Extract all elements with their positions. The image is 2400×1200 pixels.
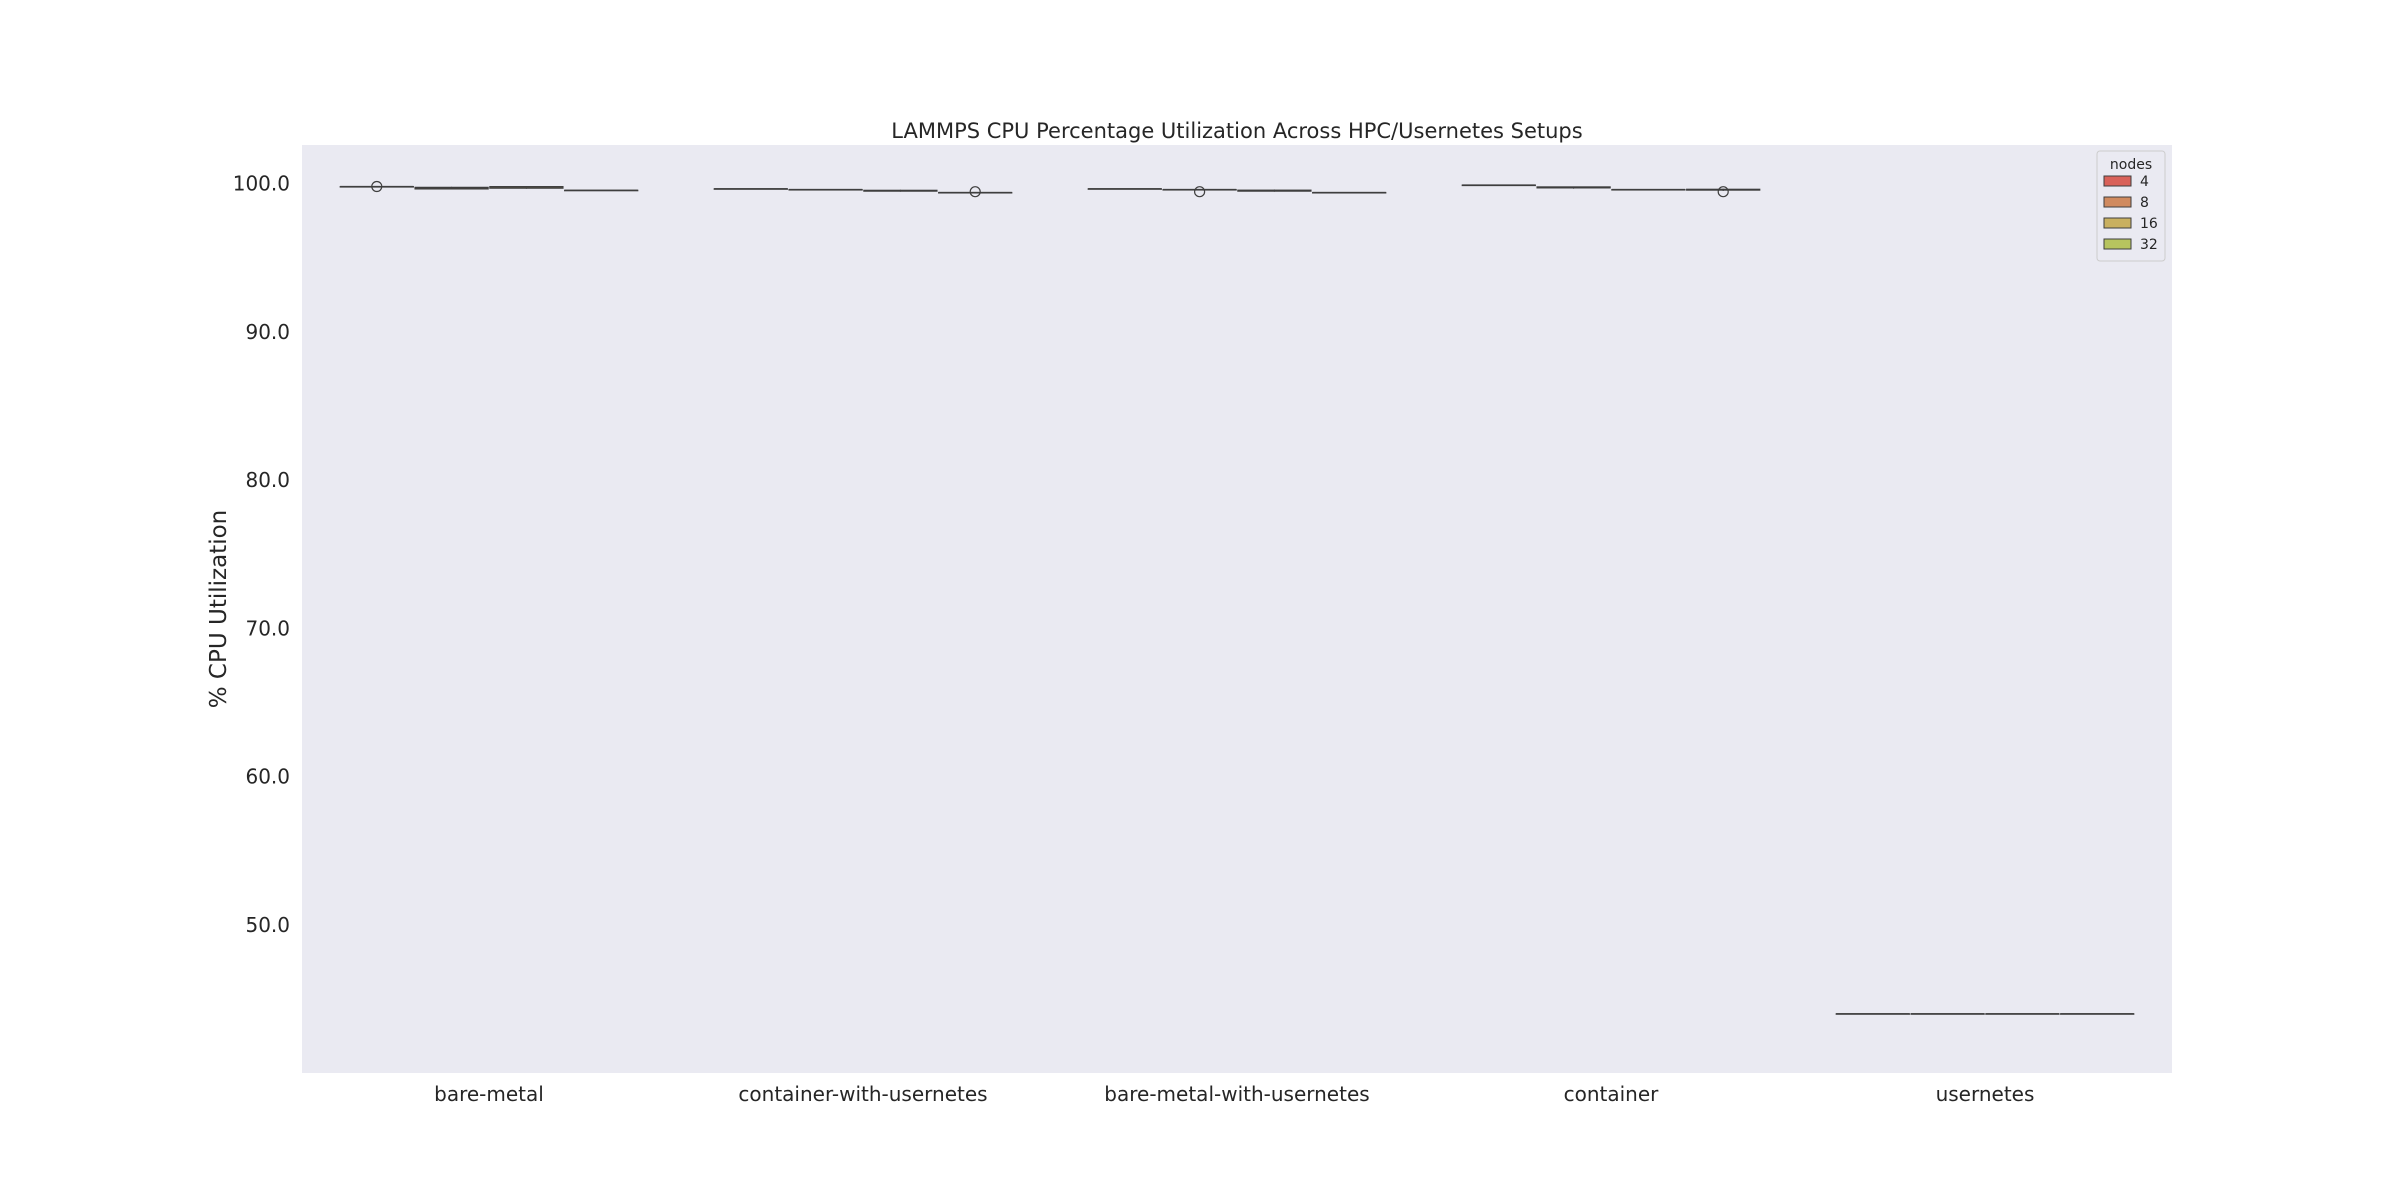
box-plot: [1312, 191, 1387, 194]
legend-label: 16: [2140, 216, 2158, 232]
legend-swatch: [2103, 217, 2132, 229]
box-plot: [1162, 186, 1237, 198]
box-plot: [1686, 186, 1761, 198]
outlier-point: [1717, 186, 1729, 198]
x-tick-label: container: [1564, 1082, 1660, 1106]
box-plot: [339, 180, 414, 193]
legend-swatch: [2103, 196, 2132, 208]
x-tick-label: container-with-usernetes: [738, 1082, 987, 1106]
x-tick-label: bare-metal-with-usernetes: [1104, 1082, 1369, 1106]
outlier-point: [1193, 186, 1206, 198]
box-plot: [713, 188, 788, 190]
x-ticks: bare-metal container-with-usernetes bare-m…: [434, 1082, 2034, 1106]
box-plot: [1835, 1013, 1910, 1015]
chart-title: LAMMPS CPU Percentage Utilization Across…: [891, 119, 1582, 143]
legend-label: 32: [2140, 237, 2158, 253]
box-plot: [1985, 1013, 2060, 1015]
y-tick-label: 100.0: [233, 172, 290, 196]
box-plot: [2060, 1013, 2135, 1015]
y-tick-label: 80.0: [245, 468, 290, 492]
box-plot: [788, 188, 863, 191]
x-tick-label: bare-metal: [434, 1082, 544, 1106]
box-plot: [1461, 184, 1536, 187]
y-tick-label: 50.0: [245, 913, 290, 937]
legend-items: 4 8 16 32: [2103, 174, 2158, 253]
y-ticks: 50.0 60.0 70.0 80.0 90.0 100.0: [233, 172, 290, 937]
legend-label: 4: [2140, 174, 2149, 190]
box-plot: [863, 189, 938, 192]
box-plot: [1611, 188, 1686, 191]
y-tick-label: 90.0: [245, 320, 290, 344]
outlier-point: [969, 186, 981, 198]
y-tick-label: 60.0: [245, 765, 290, 789]
box-plot: [938, 186, 1013, 198]
box-plot: [1237, 189, 1312, 192]
box-plot: [1910, 1013, 1985, 1015]
y-axis-label: % CPU Utilization: [206, 510, 232, 709]
plot-area: [302, 145, 2172, 1073]
legend-title: nodes: [2110, 157, 2152, 173]
boxes-layer: [339, 180, 2135, 1015]
y-tick-label: 70.0: [245, 616, 290, 640]
legend-label: 8: [2140, 195, 2149, 211]
legend-swatch: [2103, 238, 2132, 250]
legend: nodes 4 8 16 32: [2096, 150, 2166, 262]
box-plot: [564, 189, 639, 192]
x-tick-label: usernetes: [1936, 1082, 2035, 1106]
box-plot: [414, 186, 489, 190]
box-plot: [1087, 188, 1162, 190]
box-plot: [489, 186, 564, 189]
outlier-point: [371, 180, 383, 193]
box-plot: [1536, 186, 1611, 189]
legend-swatch: [2103, 175, 2132, 187]
